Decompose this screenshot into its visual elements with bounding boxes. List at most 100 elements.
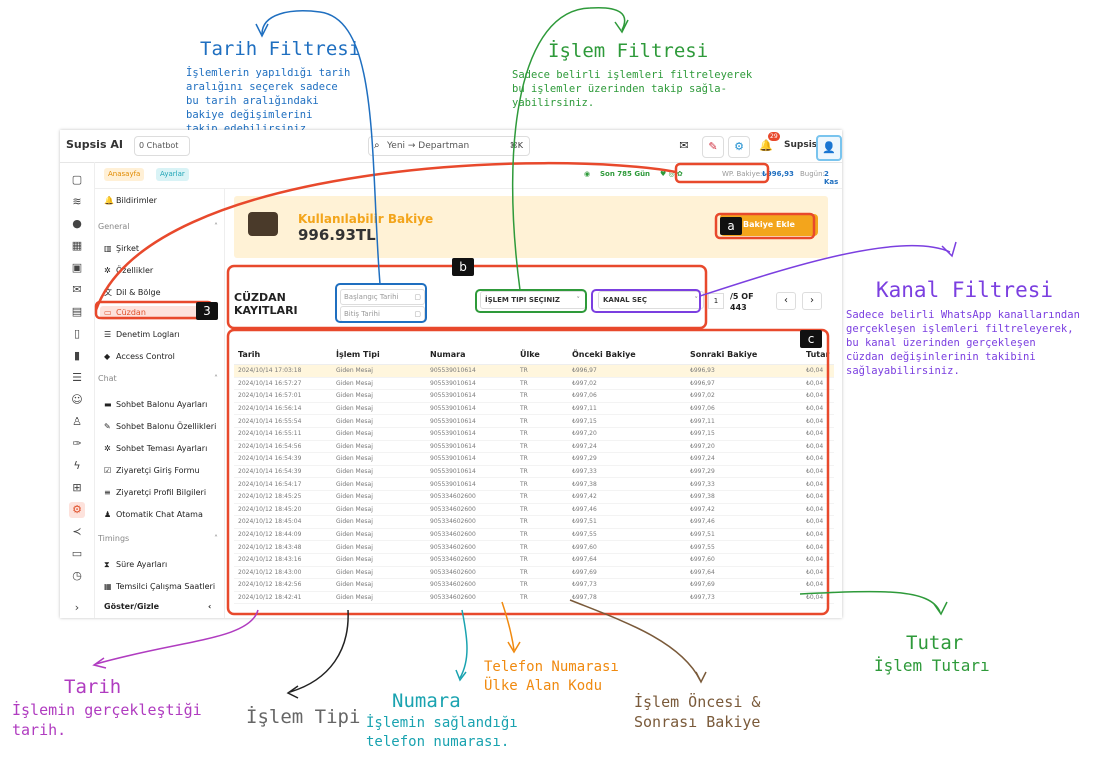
table-cell: 2024/10/14 17:03:18 (234, 364, 332, 378)
next-page-button[interactable]: › (802, 292, 822, 310)
menu-bubble-features[interactable]: ✎Sohbet Balonu Özellikleri (104, 420, 216, 434)
number-arrowhead (455, 669, 467, 682)
table-cell: Giden Mesaj (332, 377, 426, 391)
table-cell: ₺997,51 (686, 528, 802, 542)
table-cell: Giden Mesaj (332, 566, 426, 580)
table-cell: TR (516, 414, 568, 428)
table-cell: 2024/10/14 16:54:56 (234, 440, 332, 454)
bell-icon[interactable]: 🔔29 (759, 132, 780, 152)
chat-icon[interactable]: ▢ (71, 173, 83, 186)
apps-icon[interactable]: ⊞ (72, 481, 82, 494)
share-icon[interactable]: ≺ (72, 525, 82, 538)
menu-notifications[interactable]: 🔔Bildirimler (104, 194, 157, 208)
contact-icon[interactable]: ▣ (71, 261, 83, 274)
chevron-down-icon: ˅ (694, 296, 699, 304)
user-icon[interactable]: ● (72, 217, 82, 230)
settings-rail-icon[interactable]: ⚙ (69, 502, 85, 518)
start-date-input[interactable]: Başlangıç Tarihi▢ (340, 289, 425, 305)
page-input[interactable]: 1 (708, 293, 724, 309)
username: Supsis (784, 140, 818, 150)
wrench-icon: ✎ (104, 422, 111, 431)
table-cell: ₺0,04 (802, 452, 834, 466)
table-cell: Giden Mesaj (332, 414, 426, 428)
tab-home[interactable]: Anasayfa (104, 168, 145, 181)
expand-icon[interactable]: › (74, 601, 80, 614)
menu-agent-hours[interactable]: ▦Temsilci Çalışma Saatleri (104, 580, 215, 594)
list-icon[interactable]: ☰ (72, 371, 82, 384)
pen-icon[interactable]: ✑ (72, 437, 82, 450)
menu-visitor-profile[interactable]: ≡Ziyaretçi Profil Bilgileri (104, 486, 206, 500)
menu-features[interactable]: ✲Özellikler (104, 264, 153, 278)
prev-page-button[interactable]: ‹ (776, 292, 796, 310)
gear-icon[interactable]: ⚙ (728, 136, 750, 158)
mail-icon[interactable]: ✉ (679, 139, 689, 152)
person-icon: ♟ (104, 510, 112, 519)
chatbot-selector[interactable]: 0 Chatbot (134, 136, 190, 156)
bot-icon[interactable]: ☺ (71, 393, 83, 406)
grid-icon[interactable]: ▤ (71, 305, 83, 318)
menu-bubble-settings[interactable]: ▬Sohbet Balonu Ayarları (104, 398, 207, 412)
sub-bar: Anasayfa Ayarlar ◉ Son 785 Gün ♥ ◎ ✿ WP.… (94, 162, 842, 189)
search-input[interactable]: ⌕ Yeni → Departman ⌘K (368, 136, 530, 156)
team-icon[interactable]: ♙ (72, 415, 82, 428)
table-cell: ₺997,46 (568, 503, 686, 517)
mail-rail-icon[interactable]: ✉ (72, 283, 82, 296)
avatar[interactable]: 👤 (816, 135, 842, 161)
action-filter-title: İşlem Filtresi (548, 40, 709, 62)
menu-duration[interactable]: ⧗Süre Ayarları (104, 558, 167, 572)
menu-section-chat[interactable]: Chat˄ (98, 374, 218, 383)
flash-icon[interactable]: ϟ (73, 459, 81, 472)
tab-settings[interactable]: Ayarlar (156, 168, 189, 181)
card-icon[interactable]: ▭ (71, 547, 83, 560)
menu-section-general[interactable]: General˄ (98, 222, 218, 231)
transaction-type-select[interactable]: İŞLEM TIPI SEÇINIZ˅ (480, 291, 586, 309)
menu-toggle[interactable]: Göster/Gizle‹ (104, 600, 211, 614)
menu-company[interactable]: ▥Şirket (104, 242, 139, 256)
menu-section-timings[interactable]: Timings˄ (98, 534, 218, 543)
clock-icon[interactable]: ◷ (72, 569, 82, 582)
table-cell: TR (516, 402, 568, 416)
menu-theme[interactable]: ✲Sohbet Teması Ayarları (104, 442, 207, 456)
channel-select[interactable]: KANAL SEÇ˅ (598, 291, 704, 309)
menu-visitor-form[interactable]: ☑Ziyaretçi Giriş Formu (104, 464, 200, 478)
table-cell: ₺997,11 (686, 414, 802, 428)
inbox-icon[interactable]: ≋ (72, 195, 82, 208)
calendar-icon[interactable]: ▦ (71, 239, 83, 252)
records-title: CÜZDAN KAYITLARI (234, 291, 298, 317)
table-cell: ₺997,73 (568, 578, 686, 592)
table-cell: ₺997,60 (568, 540, 686, 554)
notes-icon[interactable]: ▮ (73, 349, 81, 362)
end-date-input[interactable]: Bitiş Tarihi▢ (340, 306, 425, 322)
wallet-table: Tarih İşlem Tipi Numara Ülke Önceki Baki… (234, 344, 834, 605)
table-cell: 2024/10/12 18:42:56 (234, 578, 332, 592)
table-cell: Giden Mesaj (332, 364, 426, 378)
menu-audit[interactable]: ☰Denetim Logları (104, 328, 180, 342)
pin-icon[interactable]: ✎ (702, 136, 724, 158)
document-icon[interactable]: ▯ (73, 327, 81, 340)
menu-access[interactable]: ◆Access Control (104, 350, 175, 364)
table-cell: Giden Mesaj (332, 515, 426, 529)
table-cell: 905539010614 (426, 414, 516, 428)
menu-auto-assign[interactable]: ♟Otomatik Chat Atama (104, 508, 203, 522)
number-arrow (459, 609, 468, 679)
